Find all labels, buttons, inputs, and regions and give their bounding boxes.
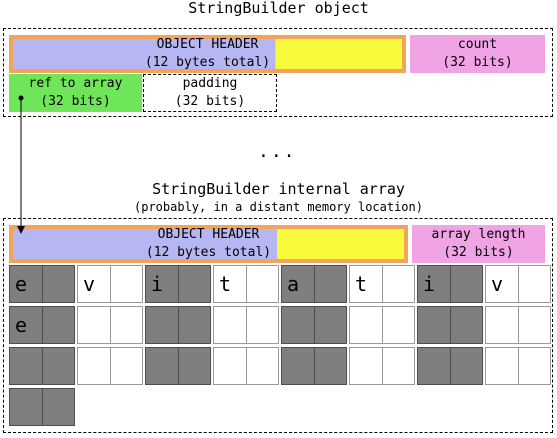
array-cell [246, 265, 279, 303]
array-cell [145, 347, 179, 385]
array-cell: i [417, 265, 451, 303]
padding-label: padding [182, 76, 238, 91]
array-cell [9, 388, 43, 426]
array-cell [110, 265, 143, 303]
array-cell [281, 347, 315, 385]
array-cell [42, 306, 75, 344]
count-size: (32 bits) [442, 55, 513, 70]
ref-to-array-field: ref to array (32 bits) [9, 74, 142, 112]
array-cell [349, 306, 383, 344]
object-header-array: OBJECT HEADER (12 bytes total) [9, 225, 408, 263]
stringbuilder-object-title: StringBuilder object [188, 0, 369, 17]
array-cell [178, 347, 211, 385]
array-cell [382, 347, 415, 385]
array-cell [417, 347, 451, 385]
array-length-label: array length [431, 227, 526, 242]
array-cell [382, 306, 415, 344]
object-header-top: OBJECT HEADER (12 bytes total) [9, 35, 406, 73]
array-cell [450, 265, 483, 303]
array-header-size: (12 bytes total) [145, 245, 272, 260]
count-field: count (32 bits) [410, 35, 545, 73]
array-cell: t [213, 265, 247, 303]
array-cell [485, 347, 519, 385]
array-cell: e [9, 265, 43, 303]
array-header-label: OBJECT HEADER [157, 227, 260, 242]
array-cell [42, 347, 75, 385]
array-cell [110, 306, 143, 344]
array-cell [42, 265, 75, 303]
internal-array-box [3, 218, 553, 433]
array-length-size: (32 bits) [443, 245, 514, 260]
array-cell [145, 306, 179, 344]
array-cell [518, 265, 551, 303]
internal-array-subtitle: (probably, in a distant memory location) [134, 200, 423, 214]
array-cell: a [281, 265, 315, 303]
object-header-size: (12 bytes total) [144, 55, 271, 70]
array-cell [349, 347, 383, 385]
array-cell [450, 306, 483, 344]
array-cell [42, 388, 75, 426]
array-cell: t [349, 265, 383, 303]
array-cell [314, 265, 347, 303]
array-cell [246, 347, 279, 385]
array-cell [314, 306, 347, 344]
array-cell [314, 347, 347, 385]
array-cell: v [485, 265, 519, 303]
array-cell [178, 265, 211, 303]
array-cell: v [77, 265, 111, 303]
object-header-label: OBJECT HEADER [156, 37, 259, 52]
internal-array-title: StringBuilder internal array [152, 180, 405, 198]
array-cell [213, 347, 247, 385]
ref-to-array-size: (32 bits) [40, 94, 111, 109]
stringbuilder-object-box [3, 28, 553, 117]
padding-size: (32 bits) [174, 94, 246, 109]
array-cell [518, 306, 551, 344]
array-cell [246, 306, 279, 344]
count-label: count [457, 37, 498, 52]
padding-field: padding (32 bits) [143, 74, 277, 112]
array-cell [518, 347, 551, 385]
array-length-field: array length (32 bits) [412, 225, 545, 263]
array-cell [110, 347, 143, 385]
array-cell [450, 347, 483, 385]
ellipsis: ... [258, 141, 297, 162]
array-cell [382, 265, 415, 303]
array-cell [178, 306, 211, 344]
array-cell [417, 306, 451, 344]
ref-to-array-label: ref to array [28, 76, 123, 91]
